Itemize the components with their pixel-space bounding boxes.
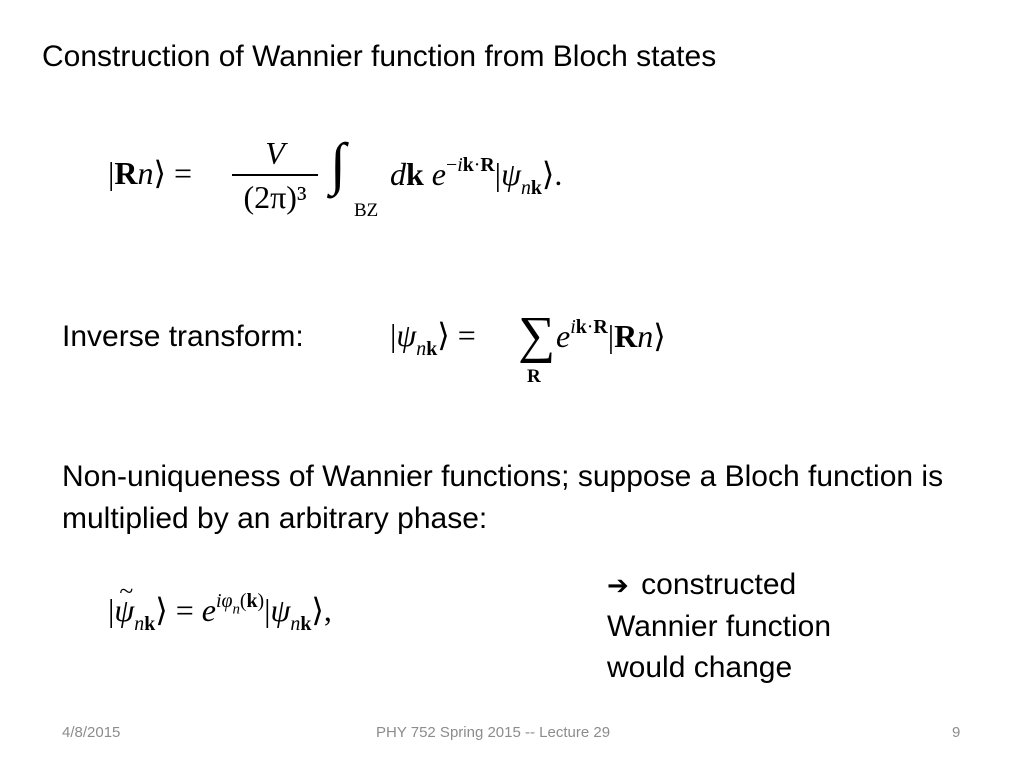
summation-subscript: R (527, 366, 541, 387)
note-line-2: Wannier function (607, 610, 832, 643)
fraction-denominator: (2π)³ (243, 179, 307, 215)
wannier-equation-lhs: |Rn⟩ = (108, 155, 193, 191)
fraction-numerator: V (265, 135, 285, 171)
footer-page-number: 9 (952, 724, 961, 741)
integral-subscript: BZ (354, 200, 379, 221)
right-arrow-icon: ➔ (607, 570, 629, 600)
phase-equation: |ψ~nk⟩ = eiφn(k)|ψnk⟩, (108, 575, 332, 635)
consequence-note: ➔ constructed Wannier function would cha… (607, 564, 907, 688)
slide-title: Construction of Wannier function from Bl… (42, 40, 717, 73)
wannier-equation-fraction: V (2π)³ (232, 134, 318, 216)
note-line-3: would change (607, 651, 793, 684)
inverse-transform-label: Inverse transform: (62, 320, 304, 353)
note-line-1: ➔ constructed (607, 564, 907, 606)
footer-course: PHY 752 Spring 2015 -- Lecture 29 (376, 724, 611, 741)
inverse-equation-lhs: |ψnk⟩ = (390, 317, 476, 360)
fraction-bar (232, 174, 318, 176)
integral-sign: ∫ (330, 131, 346, 196)
summation-sign: ∑ (518, 307, 556, 364)
inverse-equation-rhs: eik·R|Rn⟩ (556, 316, 666, 354)
footer-date: 4/8/2015 (62, 724, 121, 741)
wannier-equation-rhs: dk e−ik·R|ψnk⟩. (390, 154, 563, 199)
non-uniqueness-paragraph: Non-uniqueness of Wannier functions; sup… (62, 460, 944, 535)
